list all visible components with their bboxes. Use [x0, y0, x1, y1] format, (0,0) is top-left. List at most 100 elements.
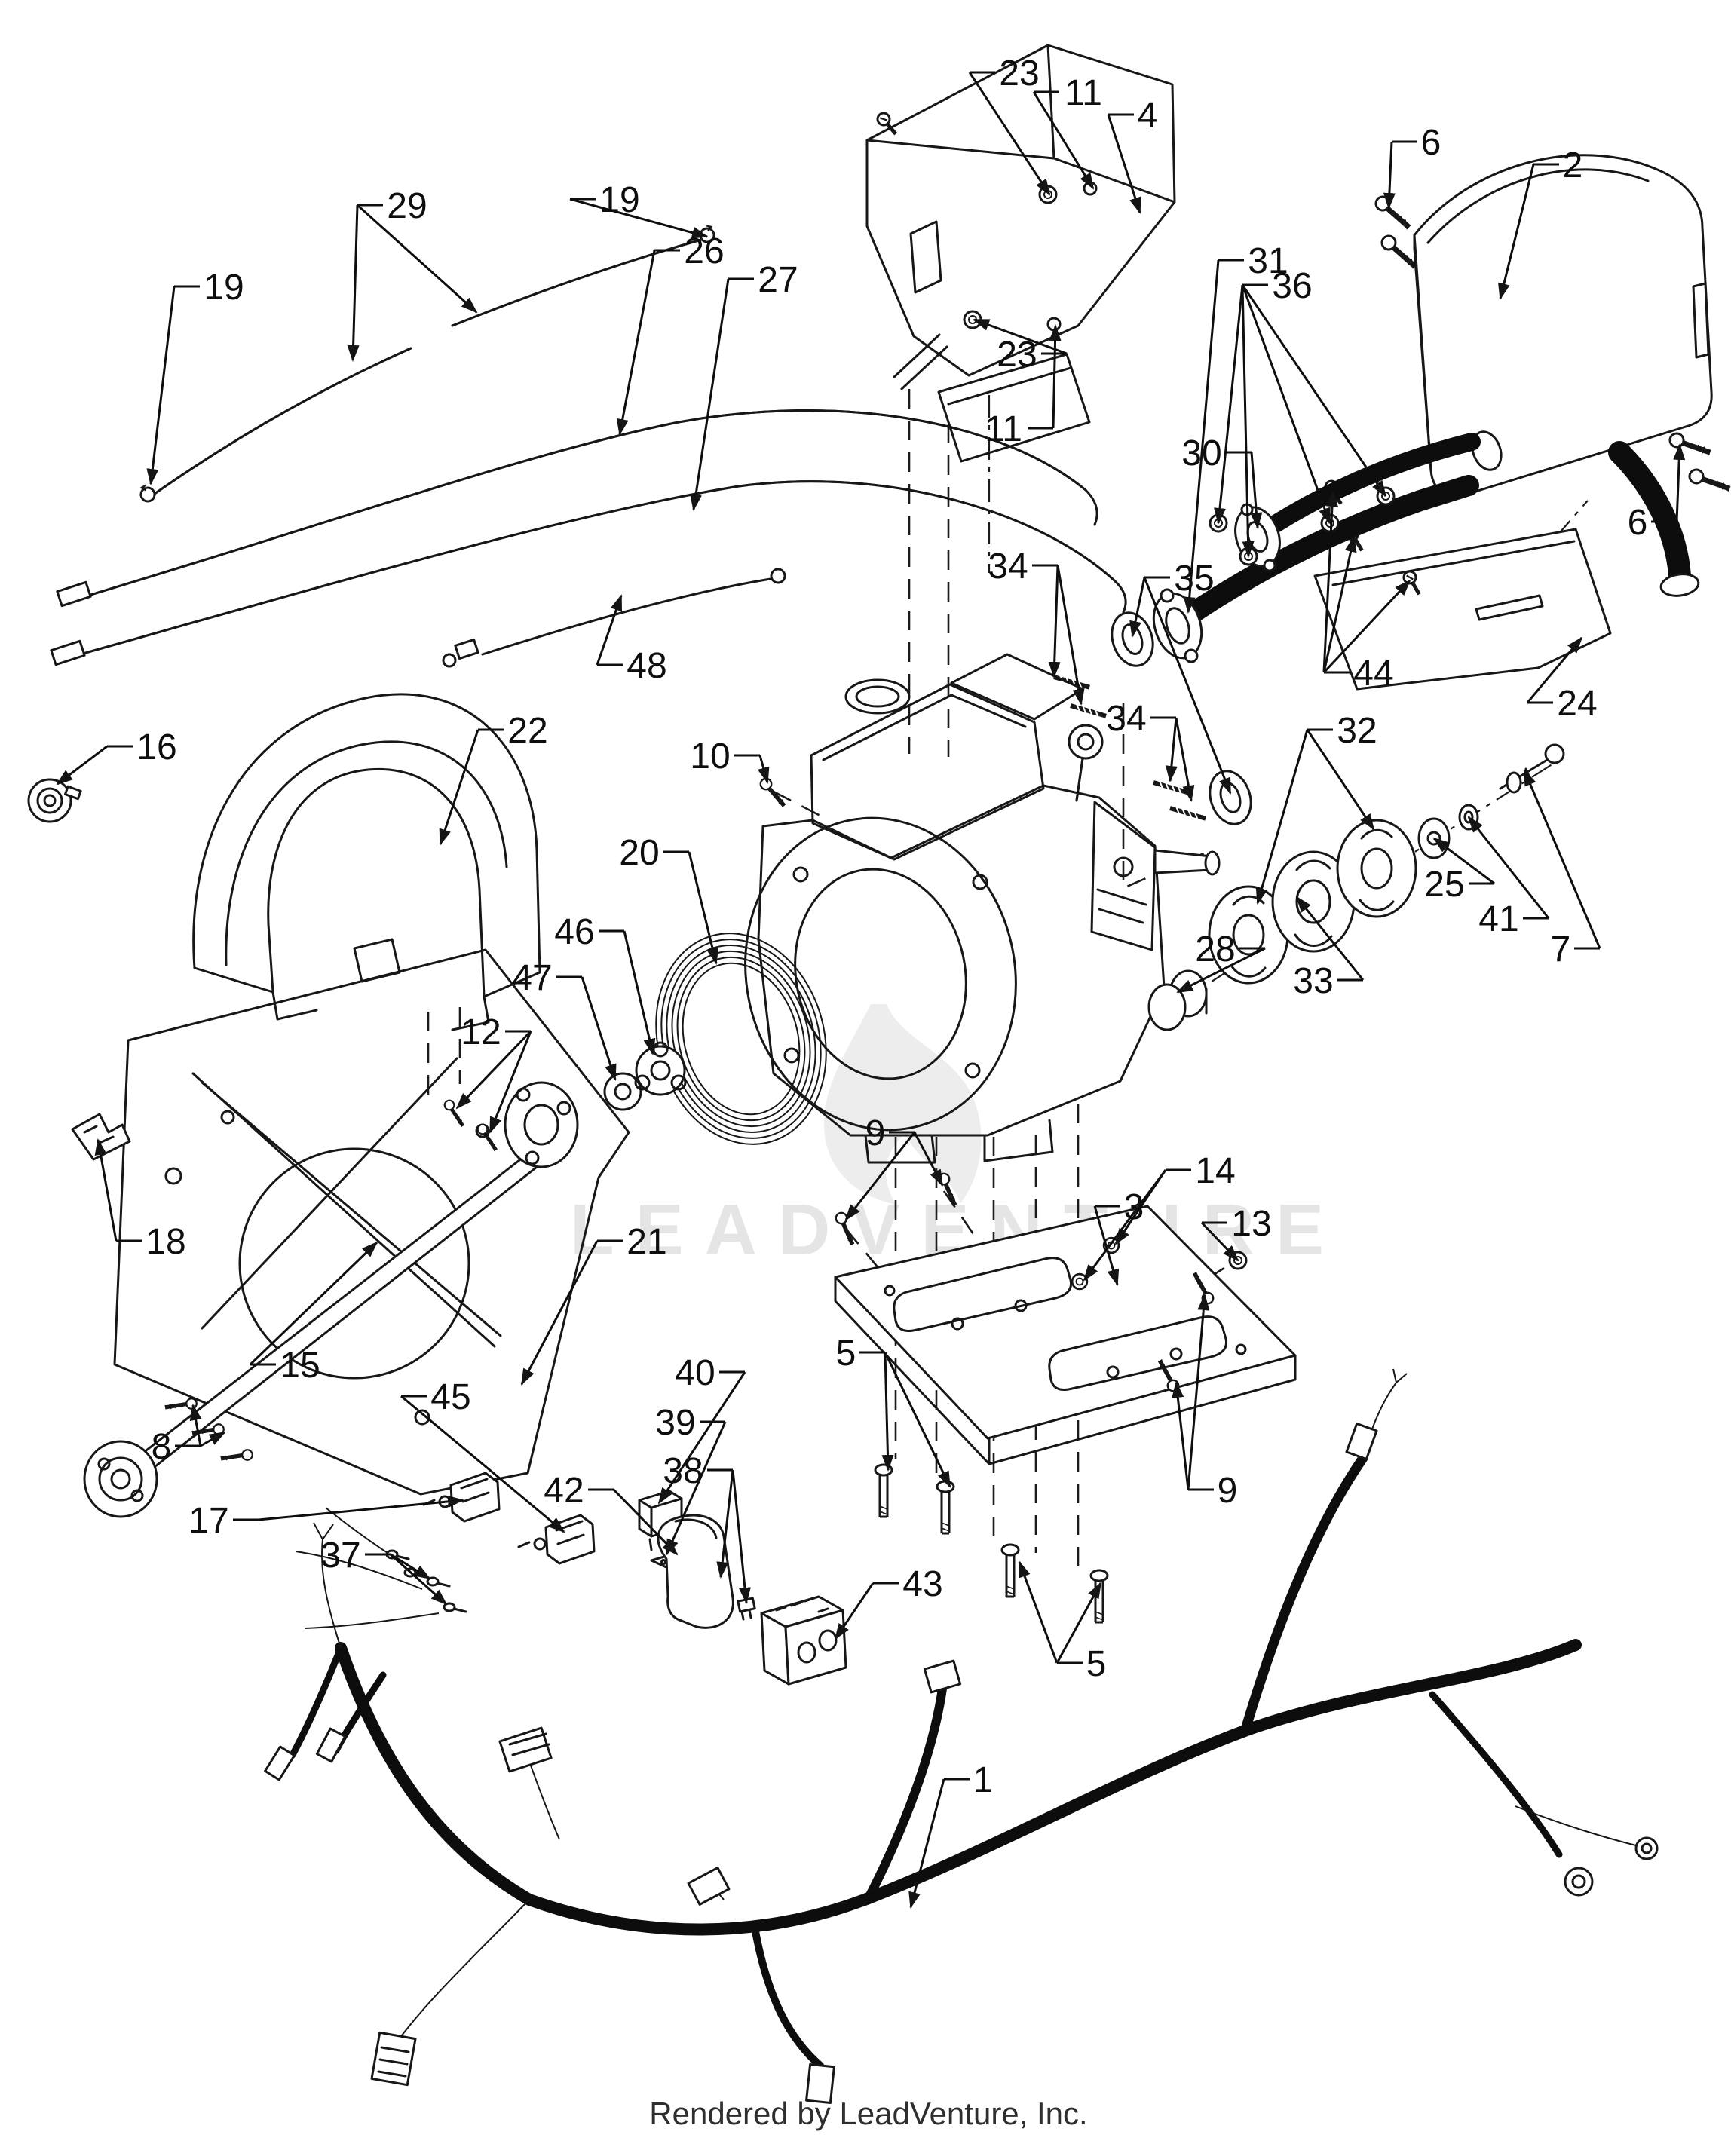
air-cleaner: [950, 653, 1084, 721]
frame-opening: [238, 1147, 470, 1380]
frame-panel-21: [113, 948, 630, 1496]
wire-48-connector: [454, 638, 479, 660]
part-callout-24: 24: [1526, 636, 1598, 724]
part-number-23: 23: [997, 335, 1037, 375]
callout-leader-line: [844, 1132, 916, 1221]
callout-leader-line: [1241, 284, 1331, 525]
callout-leader-line: [884, 1352, 951, 1488]
part-number-19: 19: [204, 268, 244, 308]
part-number-9: 9: [866, 1113, 886, 1153]
part-callout-23: 23: [968, 54, 1051, 196]
plate-slot: [893, 1257, 1073, 1332]
part-number-37: 37: [320, 1536, 360, 1576]
bearing-bolt-12: [439, 1099, 470, 1128]
pulley-stack-group: [1147, 743, 1565, 1031]
callout-leader-line: [1200, 1221, 1239, 1262]
callout-leader-line: [1523, 769, 1601, 949]
part-number-45: 45: [430, 1377, 470, 1417]
part-callout-44: 44: [1322, 490, 1411, 694]
part-callout-29: 29: [347, 186, 478, 362]
callout-leader-line: [455, 1030, 532, 1110]
part-callout-33: 33: [1293, 896, 1365, 1001]
part-callout-36: 36: [1214, 266, 1387, 558]
callout-leader-line: [612, 1488, 679, 1556]
callout-leader-line: [1241, 284, 1255, 558]
callout-leader-line: [489, 1031, 532, 1134]
part-number-5: 5: [1086, 1644, 1107, 1684]
part-number-44: 44: [1353, 654, 1393, 694]
part-callout-6: 6: [1628, 443, 1686, 543]
part-number-27: 27: [758, 260, 798, 300]
part-callout-18: 18: [94, 1138, 186, 1262]
part-number-8: 8: [152, 1427, 172, 1467]
wire-48: [481, 577, 772, 656]
part-callout-20: 20: [619, 833, 719, 965]
wire-48-terminal: [442, 653, 457, 668]
part-callout-11: 11: [1032, 73, 1102, 190]
part-number-2: 2: [1563, 145, 1583, 185]
callout-leader-line: [1295, 896, 1365, 981]
part-number-7: 7: [1551, 929, 1571, 969]
part-callout-43: 43: [834, 1564, 943, 1640]
part-number-21: 21: [627, 1222, 666, 1262]
part-callout-46: 46: [554, 912, 656, 1055]
callout-leader-line: [146, 286, 176, 485]
part-number-20: 20: [619, 833, 659, 873]
callout-leader-line: [596, 594, 623, 666]
wiring-harness-1: [264, 1368, 1659, 2105]
part-callout-40: 40: [657, 1353, 746, 1505]
part-number-11: 11: [985, 409, 1022, 449]
cover-washer-11: [1046, 317, 1062, 332]
callout-leader-line: [623, 930, 656, 1055]
part-callout-34: 34: [988, 547, 1085, 706]
callout-leader-line: [94, 1138, 118, 1242]
part-callout-39: 39: [655, 1403, 727, 1556]
watermark-layer: LEADVENTURE: [570, 1004, 1324, 1270]
callout-leader-line: [1187, 1294, 1210, 1490]
part-number-39: 39: [655, 1403, 695, 1443]
control-cable-26: [74, 409, 1098, 601]
footer-credit: Rendered by LeadVenture, Inc.: [649, 2096, 1087, 2131]
interlock-switch-45: [517, 1514, 596, 1565]
frame-axle-group: [27, 778, 687, 1518]
fuel-cap: [844, 678, 911, 715]
callout-leader-line: [1526, 636, 1583, 703]
callout-leader-line: [1183, 259, 1220, 614]
callout-leader-line: [1083, 1169, 1167, 1282]
harness-plug: [1345, 1422, 1378, 1461]
callout-leader-line: [1322, 490, 1338, 673]
engine-mount-feet: [864, 1119, 1054, 1164]
fuel-tube-29a: [153, 347, 412, 495]
part-callout-1: 1: [908, 1760, 994, 1909]
part-callout-8: 8: [152, 1404, 226, 1467]
plate-bolt-5: [936, 1480, 955, 1535]
part-number-12: 12: [461, 1012, 501, 1052]
callout-leader-line: [569, 198, 709, 239]
callout-leader-line: [581, 976, 617, 1081]
callout-leader-line: [1129, 577, 1146, 638]
part-number-9: 9: [1218, 1471, 1238, 1511]
callout-leader-line: [688, 851, 719, 965]
callout-leader-line: [834, 1582, 875, 1640]
part-callout-2: 2: [1498, 145, 1583, 300]
pulley-disc-32: [1336, 819, 1417, 918]
part-number-6: 6: [1628, 503, 1648, 543]
callout-leader-line: [968, 72, 1051, 196]
part-number-28: 28: [1195, 929, 1235, 969]
callout-leader-line: [1048, 565, 1061, 678]
part-callout-6: 6: [1383, 123, 1441, 210]
part-number-1: 1: [973, 1760, 994, 1800]
plate-bolt-5: [1000, 1543, 1020, 1598]
part-number-3: 3: [1124, 1187, 1144, 1227]
part-callout-45: 45: [400, 1377, 565, 1533]
callout-leader-line: [616, 250, 656, 436]
part-callout-35: 35: [1129, 559, 1232, 795]
part-number-38: 38: [663, 1451, 703, 1491]
harness-plug: [498, 1726, 553, 1773]
callout-leader-line: [1255, 729, 1309, 905]
harness-plug: [370, 2031, 417, 2087]
cable-26-end-fitting: [56, 580, 92, 608]
callout-leader-line: [908, 1778, 945, 1909]
part-callout-42: 42: [544, 1471, 679, 1556]
part-callout-21: 21: [520, 1222, 667, 1386]
